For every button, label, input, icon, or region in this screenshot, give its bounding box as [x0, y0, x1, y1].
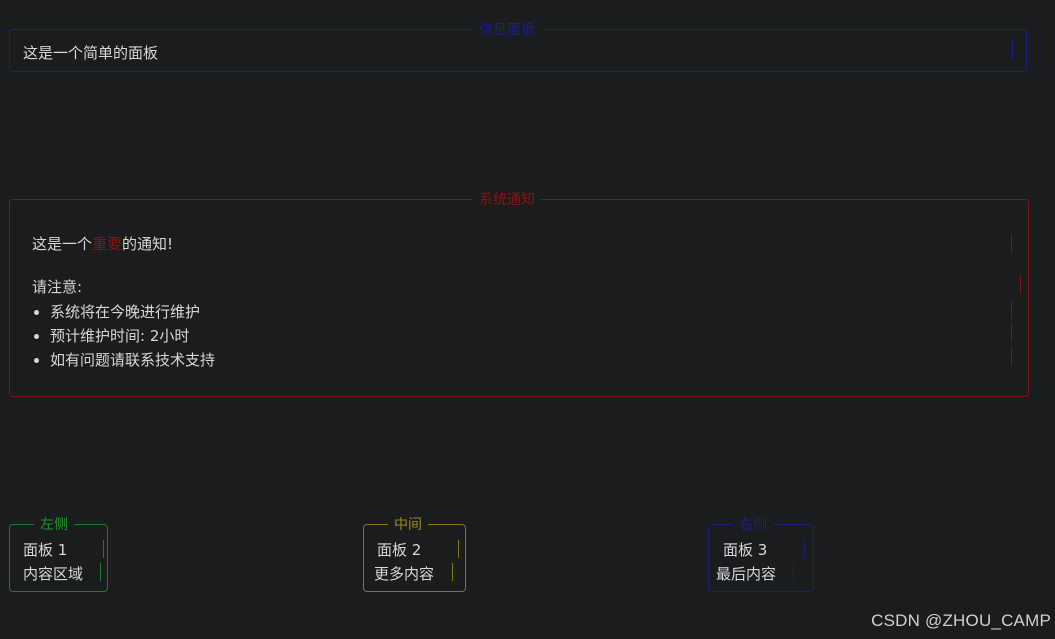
info-panel-title: 信息面板 — [473, 21, 541, 39]
info-panel-body: 这是一个简单的面板 — [23, 44, 159, 62]
right-panel: 右侧 面板 3 最后内容 — [708, 516, 814, 592]
notice-edge-mark — [1028, 208, 1029, 226]
notice-edge-mark — [1011, 348, 1012, 366]
notice-edge-mark — [1028, 370, 1029, 386]
notice-list-item: 预计维护时间: 2小时 — [32, 324, 215, 348]
notice-edge-mark — [1011, 301, 1012, 319]
center-panel-line1: 面板 2 — [377, 541, 422, 559]
right-panel-edge-mark — [804, 540, 805, 558]
left-panel-line1: 面板 1 — [23, 541, 68, 559]
notice-edge-mark — [1011, 324, 1012, 342]
center-panel-edge-mark — [458, 540, 459, 558]
left-panel-edge-mark — [100, 563, 101, 581]
left-panel-line2: 内容区域 — [23, 565, 84, 583]
notice-message-emphasis: 重要 — [92, 235, 123, 253]
notice-message: 这是一个重要的通知! — [32, 233, 173, 254]
notice-edge-mark — [1020, 276, 1021, 294]
left-panel-edge-mark — [103, 540, 104, 558]
center-panel-line2: 更多内容 — [374, 565, 435, 583]
center-panel-title: 中间 — [388, 516, 428, 534]
watermark: CSDN @ZHOU_CAMP — [871, 611, 1051, 630]
system-notice-title: 系统通知 — [473, 191, 541, 209]
center-panel: 中间 面板 2 更多内容 — [363, 516, 466, 592]
info-panel-edge-mark — [1012, 41, 1013, 59]
right-panel-line1: 面板 3 — [723, 541, 768, 559]
right-panel-title: 右侧 — [733, 516, 773, 534]
notice-attention-label: 请注意: — [32, 278, 83, 296]
notice-edge-mark — [1028, 253, 1029, 271]
notice-message-prefix: 这是一个 — [32, 235, 93, 253]
system-notice-panel: 系统通知 这是一个重要的通知! 请注意: 系统将在今晚进行维护 预计维护时间: … — [9, 191, 1029, 397]
right-panel-edge-mark — [793, 563, 794, 581]
notice-edge-mark — [1011, 234, 1012, 252]
notice-message-suffix: 的通知! — [122, 235, 174, 253]
right-panel-line2: 最后内容 — [716, 565, 777, 583]
center-panel-edge-mark — [452, 563, 453, 581]
left-panel: 左侧 面板 1 内容区域 — [9, 516, 108, 592]
info-panel: 信息面板 这是一个简单的面板 — [9, 21, 1027, 72]
left-panel-title: 左侧 — [34, 516, 74, 534]
notice-list-item: 系统将在今晚进行维护 — [32, 300, 215, 324]
notice-list-item: 如有问题请联系技术支持 — [32, 348, 215, 372]
notice-list: 系统将在今晚进行维护 预计维护时间: 2小时 如有问题请联系技术支持 — [32, 300, 215, 372]
